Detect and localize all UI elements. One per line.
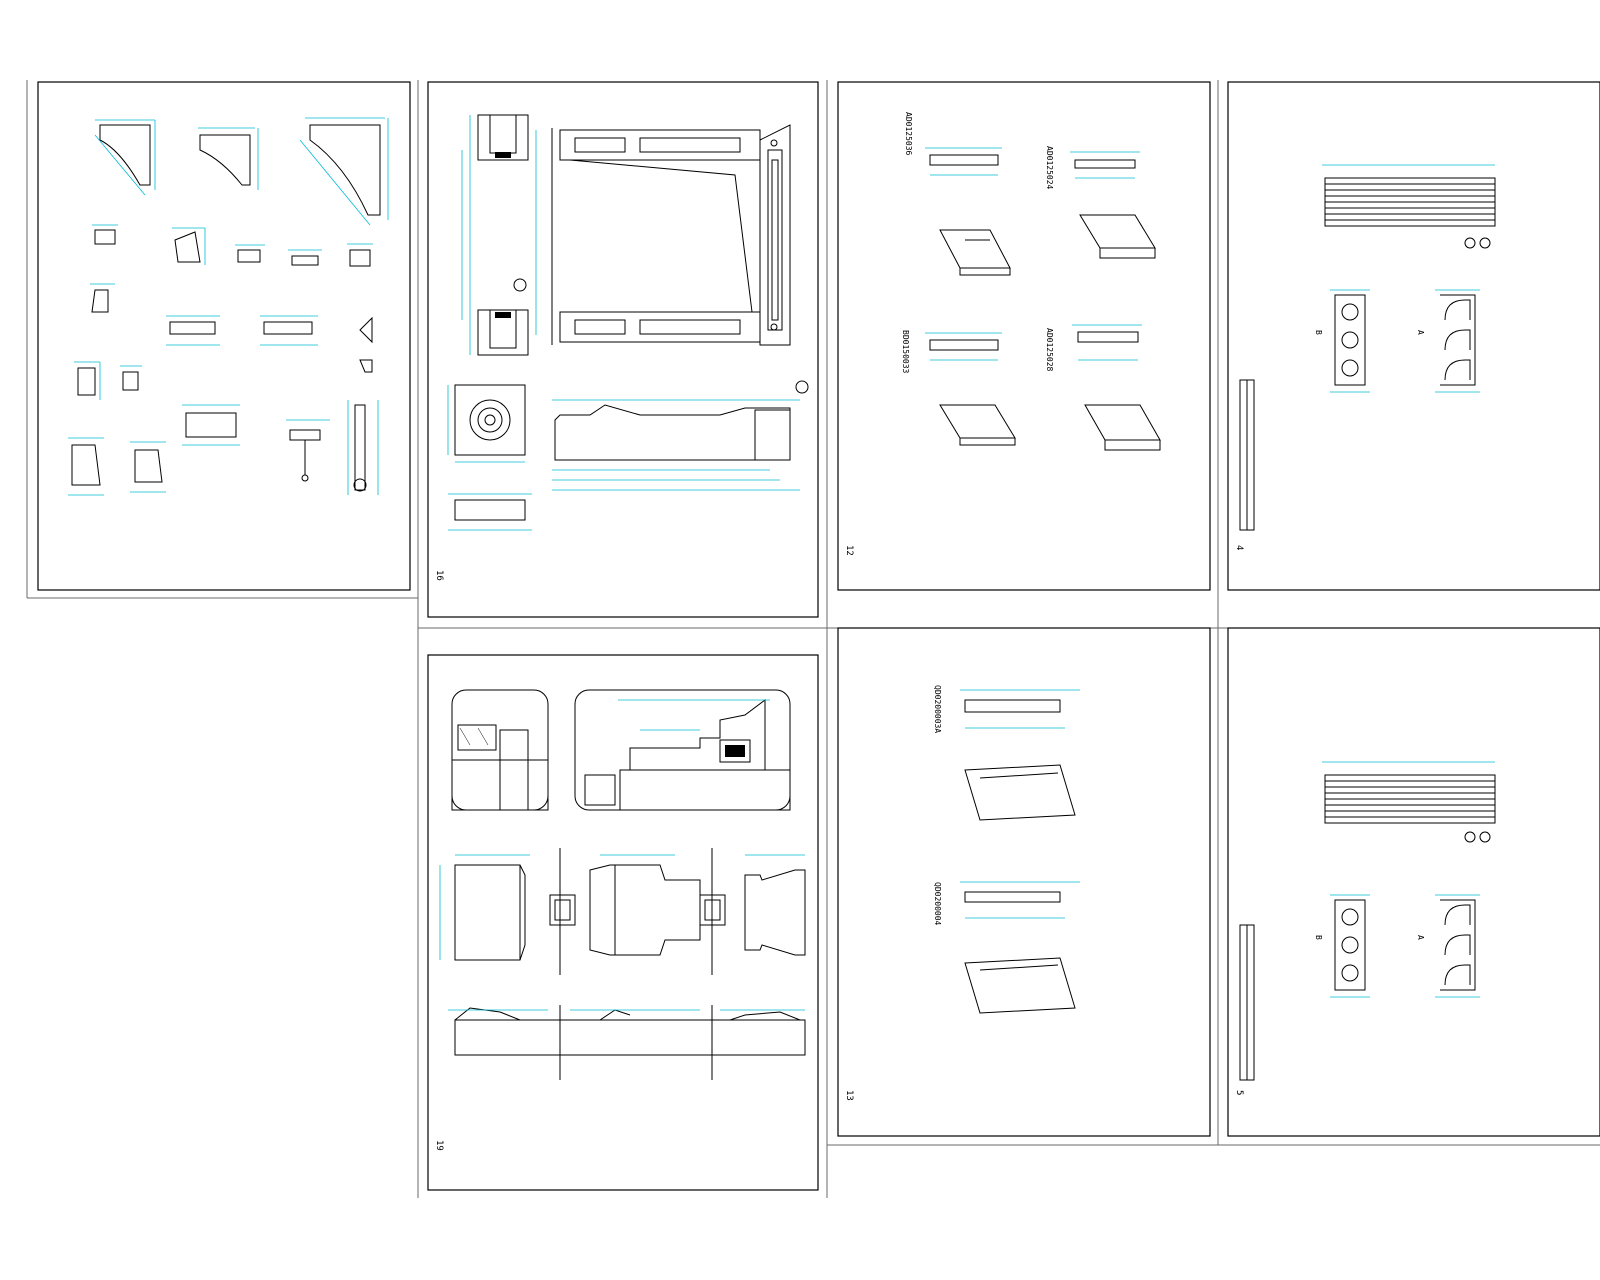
sheet-13: 13 QD0200003A QD0200004 <box>837 627 1211 1137</box>
arched-detail-a: A <box>1416 894 1480 998</box>
sheet-12: 12 AD0125036 AD0125024 BD0150033 AD01250… <box>837 81 1211 591</box>
sheet-number: 12 <box>844 545 854 556</box>
profile-code: AD0125024 <box>1045 146 1054 190</box>
column-elevation <box>439 848 806 975</box>
sheet-moldings <box>37 81 411 591</box>
crown-profile-3 <box>299 117 389 226</box>
sheet-number: 16 <box>434 570 444 581</box>
sheet-number: 13 <box>844 1090 854 1101</box>
arched-detail-a: A <box>1416 289 1480 393</box>
detail-label: A <box>1416 330 1425 335</box>
crown-profile-2 <box>198 127 259 190</box>
cornice-elevation <box>1322 761 1496 843</box>
plinth-section <box>448 1005 806 1080</box>
detail-label: B <box>1314 935 1323 940</box>
arched-detail-b: B <box>1314 289 1370 393</box>
profile-code: QD0200004 <box>933 882 942 926</box>
profile-code: AD0125036 <box>904 112 913 156</box>
profile-code: AD0125028 <box>1045 328 1054 372</box>
detail-label: A <box>1416 935 1425 940</box>
detail-a-box <box>574 689 791 811</box>
sheet-number: 5 <box>1234 1090 1244 1095</box>
profile-code: QD0200003A <box>933 685 942 733</box>
sheet-number: 19 <box>434 1140 444 1151</box>
small-profiles <box>68 224 379 496</box>
crown-profile-1 <box>94 119 156 196</box>
detail-label: B <box>1314 330 1323 335</box>
profile-code: BD0150033 <box>901 330 910 374</box>
sheet-5: 5 B A <box>1227 627 1600 1137</box>
sheet-16: 16 <box>427 81 819 618</box>
cornice-elevation <box>1322 164 1496 249</box>
fireplace-front-elevation <box>551 124 791 346</box>
sheet-4: 4 B A <box>1227 81 1600 591</box>
sheet-number: 4 <box>1234 545 1244 550</box>
fireplace-side-section <box>461 114 537 356</box>
sheet-frame-lines <box>26 80 1600 1198</box>
arched-detail-b: B <box>1314 894 1370 998</box>
sheet-19: 19 <box>427 654 819 1191</box>
fireplace-plan <box>447 380 809 531</box>
